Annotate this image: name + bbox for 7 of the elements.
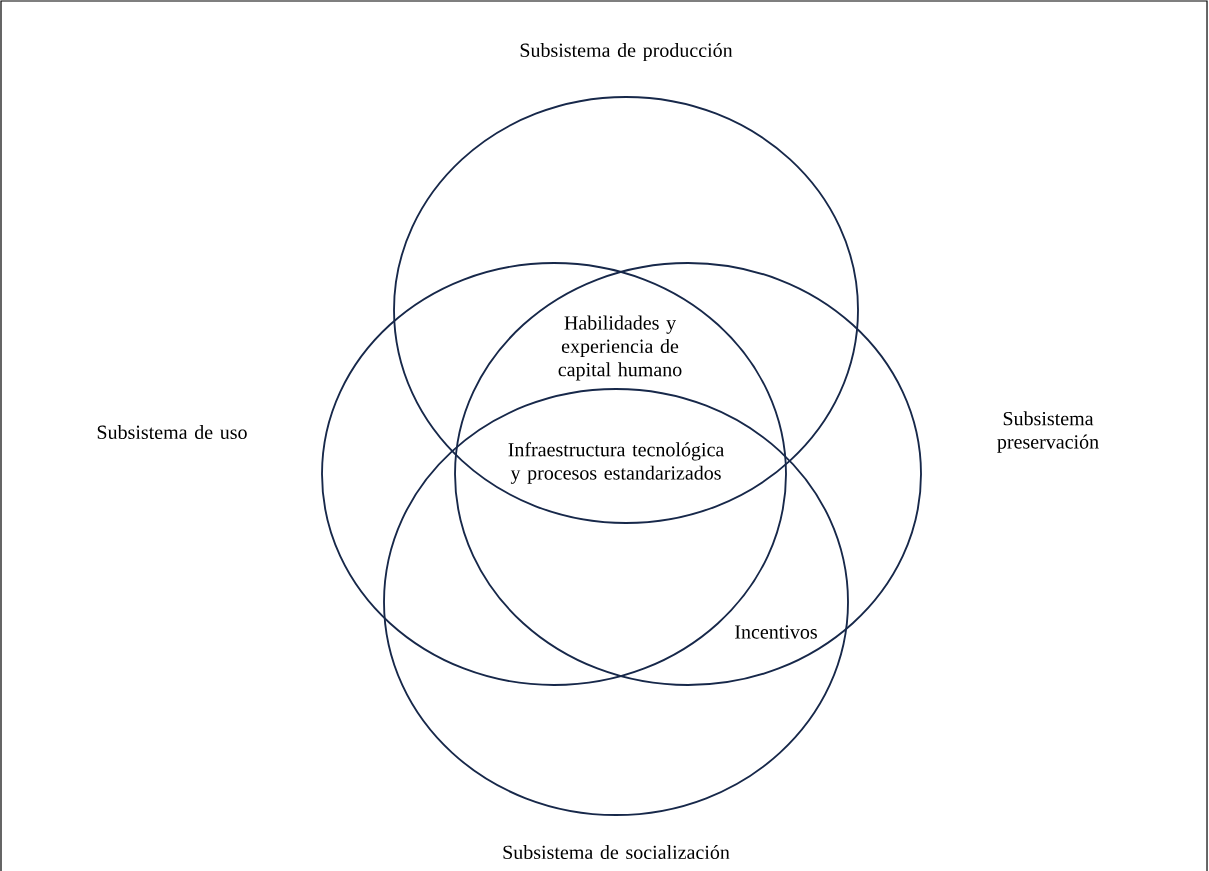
heading-text: Subsistema de producción	[520, 42, 733, 62]
heading-text: Subsistema de uso	[97, 425, 247, 440]
heading-text: Subsistema preservación	[997, 411, 1099, 453]
region-label: Incentivos	[735, 625, 817, 639]
region-label: Habilidades y experiencia de capital humano	[558, 315, 682, 381]
heading-text: Subsistema de socialización	[503, 844, 730, 860]
region-label: Infraestructura tecnológica y procesos estandarizados	[508, 442, 725, 484]
